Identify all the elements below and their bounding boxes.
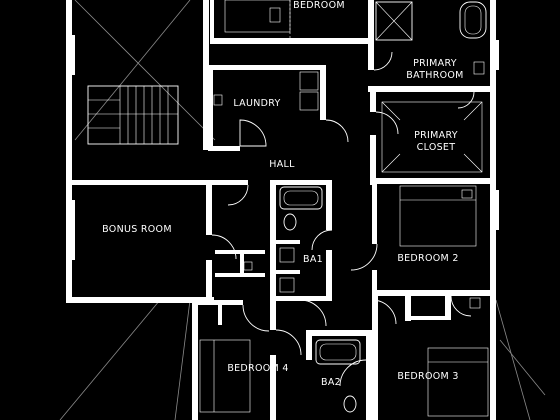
room-label-bonus-room: BONUS ROOM — [102, 224, 172, 235]
room-label-laundry: LAUNDRY — [233, 98, 280, 109]
walls — [66, 0, 499, 420]
room-labels: BEDROOM PRIMARY BATHROOM LAUNDRY PRIMARY… — [102, 0, 463, 388]
roof-lines — [59, 0, 546, 420]
room-label-hall: HALL — [269, 159, 295, 170]
doors — [211, 51, 475, 387]
room-label-bedroom-top: BEDROOM — [293, 0, 345, 11]
room-label-bedroom-3: BEDROOM 3 — [397, 371, 458, 382]
room-label-bedroom-2: BEDROOM 2 — [397, 253, 458, 264]
room-label-primary-closet-line1: PRIMARY — [414, 130, 458, 141]
room-label-bedroom-4: BEDROOM 4 — [227, 363, 288, 374]
room-label-ba2: BA2 — [321, 377, 341, 388]
room-label-ba1: BA1 — [303, 254, 323, 265]
fixtures — [199, 0, 489, 417]
room-label-primary-bathroom-line2: BATHROOM — [406, 70, 463, 81]
room-label-primary-closet-line2: CLOSET — [417, 142, 456, 153]
staircase — [87, 85, 179, 145]
room-label-primary-bathroom-line1: PRIMARY — [413, 58, 457, 69]
